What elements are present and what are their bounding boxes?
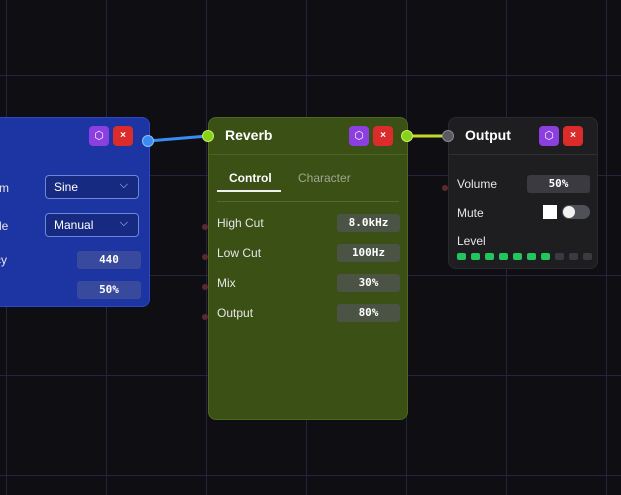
level-label: Level	[457, 234, 486, 248]
mix-input-port[interactable]	[202, 284, 208, 290]
close-icon[interactable]: ×	[563, 126, 583, 146]
high-cut-label: High Cut	[217, 216, 264, 230]
output-gain-input-port[interactable]	[202, 314, 208, 320]
reverb-output-port[interactable]	[401, 130, 413, 142]
toggle-knob	[563, 206, 575, 218]
volume-input-port[interactable]	[442, 185, 448, 191]
level-segment	[569, 253, 578, 260]
chevron-down-icon: ⌵	[119, 179, 128, 191]
high-cut-input-port[interactable]	[202, 224, 208, 230]
output-title: Output	[465, 127, 511, 143]
tab-divider	[217, 201, 399, 202]
level-segment	[555, 253, 564, 260]
output-gain-label: Output	[217, 306, 254, 320]
mute-label: Mute	[457, 206, 484, 220]
level-segment	[583, 253, 592, 260]
low-cut-label: Low Cut	[217, 246, 262, 260]
low-cut-value[interactable]: 100Hz	[337, 244, 400, 262]
frequency-label: cy	[0, 253, 7, 267]
oscillator-node[interactable]: ⬡ × rm Sine ⌵ de Manual ⌵ cy 440 50%	[0, 117, 150, 307]
volume-value[interactable]: 50%	[527, 175, 590, 193]
close-icon[interactable]: ×	[373, 126, 393, 146]
waveform-select-value: Sine	[54, 180, 79, 194]
mode-label: de	[0, 219, 9, 233]
close-icon[interactable]: ×	[113, 126, 133, 146]
mix-label: Mix	[217, 276, 236, 290]
reverb-title: Reverb	[225, 127, 273, 143]
oscillator-output-port[interactable]	[142, 135, 154, 147]
level-segment	[527, 253, 536, 260]
reverb-node-header[interactable]: Reverb ⬡ ×	[209, 118, 407, 155]
level-segment	[513, 253, 522, 260]
reverb-input-port[interactable]	[202, 130, 214, 142]
level-segment	[471, 253, 480, 260]
oscillator-node-header[interactable]: ⬡ ×	[0, 118, 149, 154]
wire-osc-to-reverb[interactable]	[146, 134, 210, 143]
amplitude-value[interactable]: 50%	[77, 281, 141, 299]
output-input-port[interactable]	[442, 130, 454, 142]
level-segment	[485, 253, 494, 260]
volume-label: Volume	[457, 177, 498, 191]
waveform-label: rm	[0, 181, 9, 195]
cube-icon[interactable]: ⬡	[539, 126, 559, 146]
active-tab-indicator	[217, 190, 281, 192]
cube-icon[interactable]: ⬡	[349, 126, 369, 146]
frequency-value[interactable]: 440	[77, 251, 141, 269]
level-segment	[499, 253, 508, 260]
waveform-select[interactable]: Sine ⌵	[45, 175, 139, 199]
mute-toggle[interactable]	[562, 205, 590, 219]
reverb-node[interactable]: Reverb ⬡ × Control Character High Cut 8.…	[208, 117, 408, 420]
tab-control[interactable]: Control	[229, 171, 272, 185]
chevron-down-icon: ⌵	[119, 217, 128, 229]
output-gain-value[interactable]: 80%	[337, 304, 400, 322]
mode-select-value: Manual	[54, 218, 94, 232]
level-segment	[541, 253, 550, 260]
mix-value[interactable]: 30%	[337, 274, 400, 292]
level-segment	[457, 253, 466, 260]
output-node-header[interactable]: Output ⬡ ×	[449, 118, 597, 155]
output-node[interactable]: Output ⬡ × Volume 50% Mute Level	[448, 117, 598, 269]
mute-indicator	[543, 205, 557, 219]
low-cut-input-port[interactable]	[202, 254, 208, 260]
mode-select[interactable]: Manual ⌵	[45, 213, 139, 237]
tab-character[interactable]: Character	[298, 171, 351, 185]
high-cut-value[interactable]: 8.0kHz	[337, 214, 400, 232]
cube-icon[interactable]: ⬡	[89, 126, 109, 146]
